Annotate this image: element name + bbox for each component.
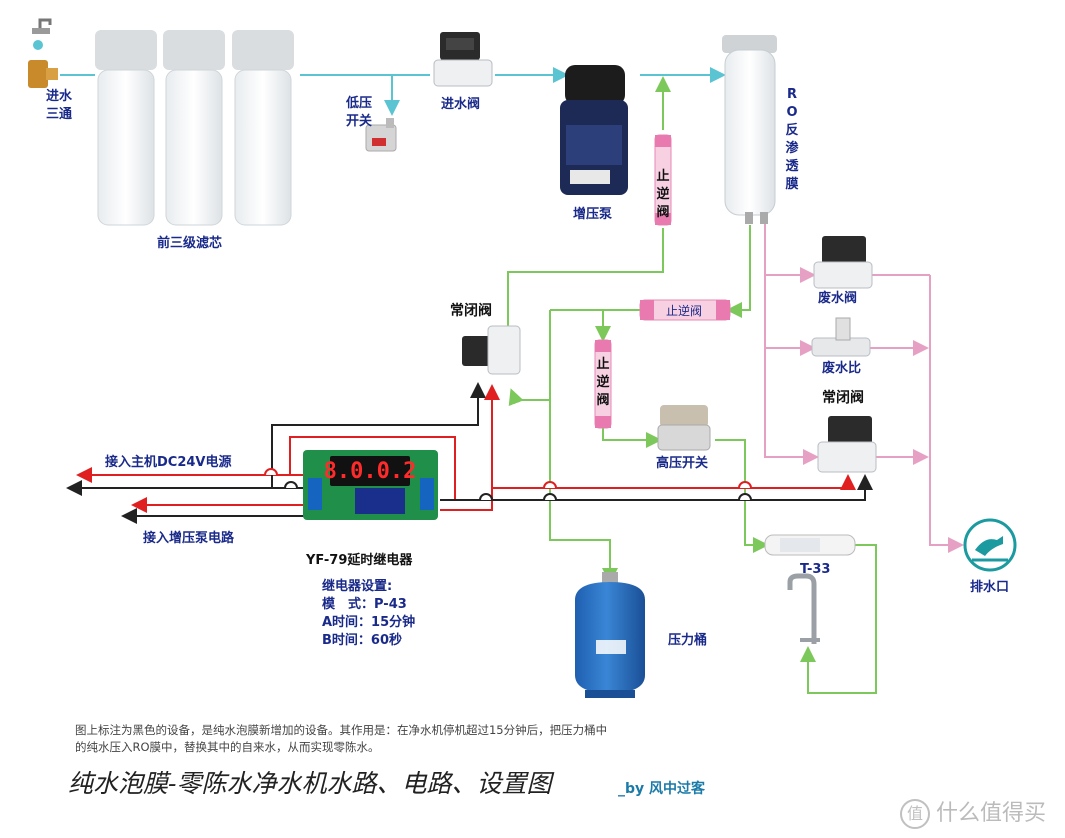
label-inlet-valve: 进水阀 — [441, 97, 481, 112]
settings-title: 继电器设置: — [322, 579, 393, 594]
footnote: 图上标注为黑色的设备，是纯水泡膜新增加的设备。其作用是：在净水机停机超过15分钟… — [75, 723, 608, 754]
label-high-pressure: 高压开关 — [656, 456, 709, 471]
high-pressure-switch-icon — [657, 405, 711, 451]
relay-board-icon — [303, 450, 438, 520]
t33-filter-icon — [764, 534, 856, 556]
label-relay: YF-79延时继电器 — [306, 553, 413, 568]
prefilter-3 — [232, 30, 294, 226]
wire-crossings — [264, 468, 752, 501]
booster-pump-icon — [560, 65, 628, 195]
nc-valve-left-icon — [462, 325, 521, 375]
watermark-logo-icon: 值 — [900, 799, 930, 829]
diagram-title: 纯水泡膜-零陈水净水机水路、电路、设置图 — [68, 769, 552, 798]
relay-settings: 继电器设置: 模 式：P-43 A时间：15分钟 B时间：60秒 — [322, 578, 415, 650]
label-waste-ratio: 废水比 — [822, 361, 862, 376]
watermark-text: 什么值得买 — [936, 801, 1047, 826]
label-check-valve-top: 止逆阀 — [656, 169, 670, 220]
label-check-valve-mid: 止逆阀 — [666, 304, 703, 318]
inlet-valve-icon — [433, 32, 493, 87]
pressure-tank-icon — [575, 572, 645, 698]
label-pump-circuit: 接入增压泵电路 — [143, 531, 235, 546]
label-waste-valve: 废水阀 — [818, 291, 858, 306]
label-check-valve-vert: 止逆阀 — [596, 357, 610, 408]
raw-water-lines — [60, 67, 726, 116]
label-tee: 进水三通 — [45, 89, 72, 122]
waste-water-lines — [764, 222, 964, 553]
author-byline: _by 风中过客 — [618, 781, 706, 797]
check-valve-vert-icon — [594, 339, 612, 429]
label-low-pressure: 低压开关 — [345, 96, 372, 129]
label-nc-valve-left: 常闭阀 — [450, 303, 492, 319]
check-valve-mid-icon — [639, 299, 731, 321]
inlet-tee-icon — [28, 18, 58, 88]
settings-mode: 模 式：P-43 — [322, 597, 407, 612]
drain-outlet-icon — [963, 518, 1017, 572]
label-host-power: 接入主机DC24V电源 — [105, 455, 232, 470]
waste-valve-icon — [813, 236, 873, 289]
nc-valve-right-icon — [817, 416, 877, 473]
label-t33: T-33 — [800, 562, 831, 577]
prefilter-2 — [163, 30, 225, 226]
relay-display-text: 8.0.0.2 — [324, 459, 417, 484]
check-valve-top-icon — [654, 134, 672, 226]
ro-membrane-icon — [722, 35, 777, 224]
label-tank: 压力桶 — [668, 633, 708, 648]
settings-a-time: A时间：15分钟 — [322, 615, 416, 630]
label-booster-pump: 增压泵 — [573, 207, 613, 222]
waste-ratio-icon — [811, 317, 871, 357]
power-lines — [66, 382, 873, 524]
label-prefilter: 前三级滤芯 — [157, 236, 223, 251]
prefilter-housings — [95, 30, 294, 226]
label-nc-valve-right: 常闭阀 — [822, 390, 864, 406]
label-ro-membrane: RO反渗透膜 — [785, 87, 799, 192]
watermark: 值什么值得买 — [900, 795, 1046, 829]
label-drain: 排水口 — [970, 580, 1010, 595]
settings-b-time: B时间：60秒 — [322, 633, 402, 648]
low-pressure-switch-icon — [365, 118, 397, 152]
pure-water-faucet-icon — [787, 573, 820, 644]
prefilter-1 — [95, 30, 157, 226]
pure-water-lines — [507, 76, 877, 694]
